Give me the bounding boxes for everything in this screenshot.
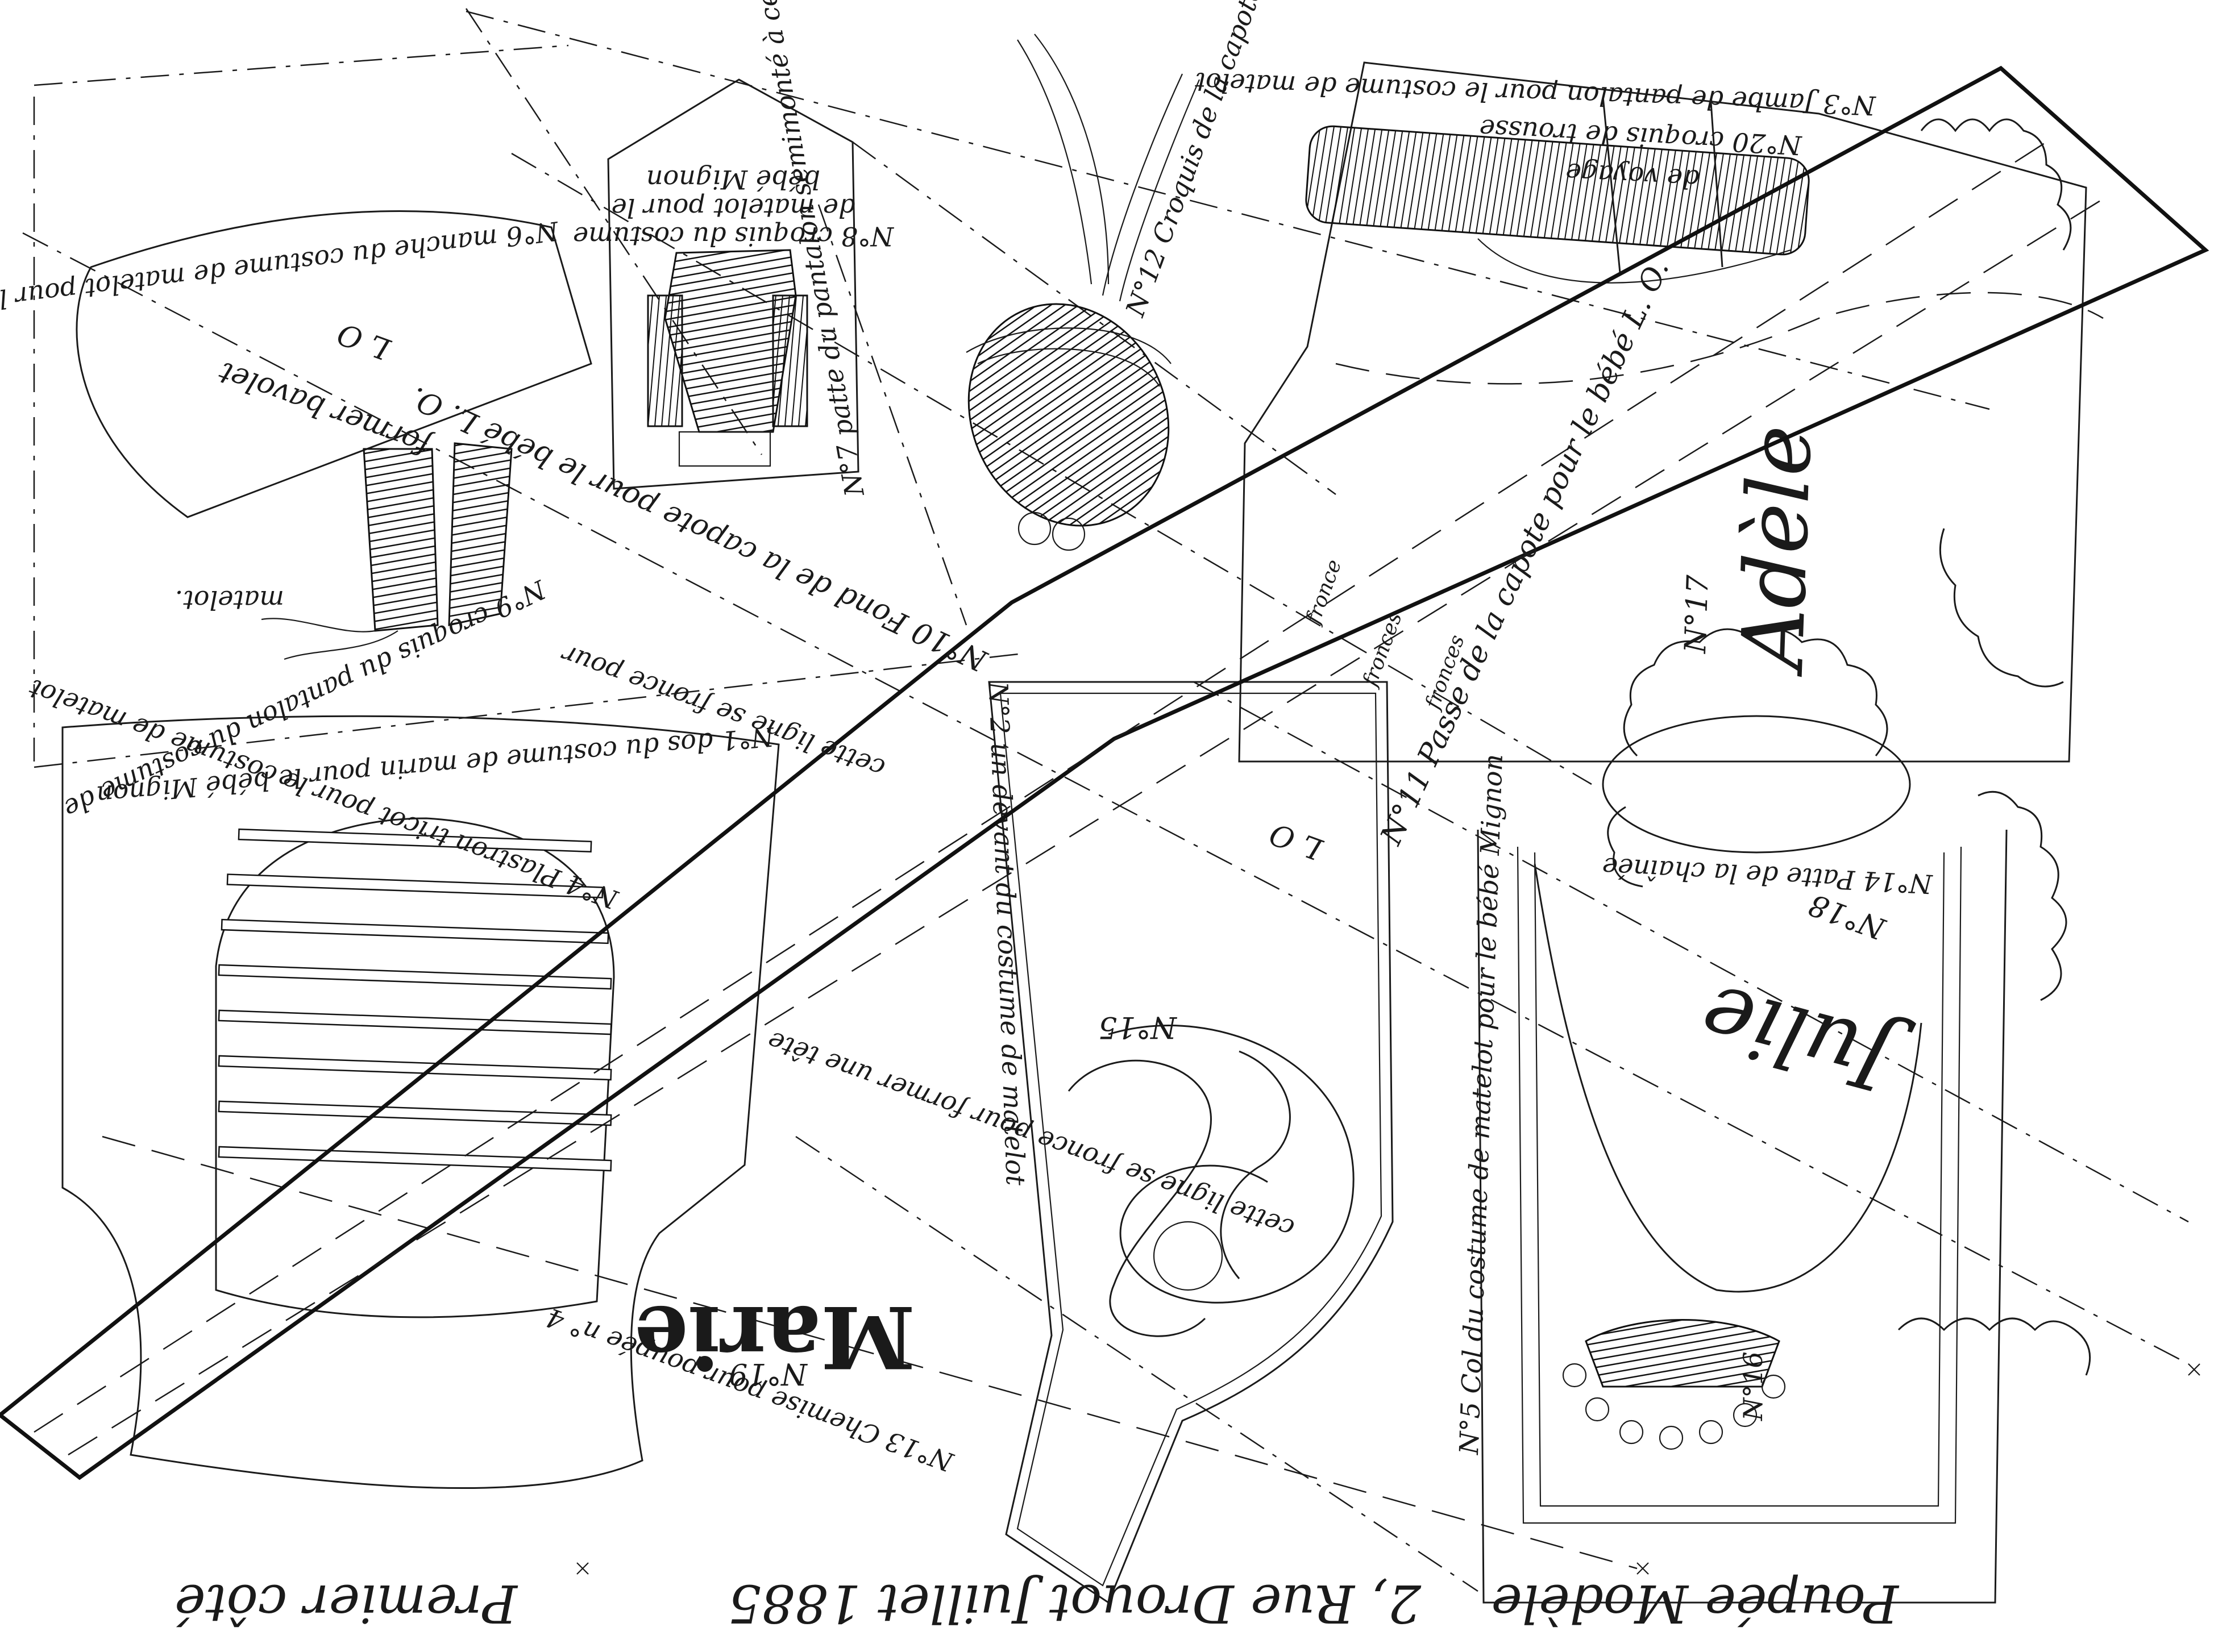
former-bavolet-note: former bavolet: [214, 355, 437, 463]
lo-mark-2: L O: [1265, 816, 1328, 867]
lo-mark-1: L O: [333, 316, 396, 367]
registration-marks: [576, 1363, 2200, 1575]
monogram-julie: Julie: [1690, 964, 1918, 1114]
crown-vignette: [1562, 1319, 1786, 1450]
pattern-label-3: N°3 Jambe de pantalon pour le costume de…: [1194, 66, 1876, 121]
pattern-label-6: N°6 manche du costume de matelot pour le…: [0, 215, 560, 339]
monogram-label-17: N°17: [1679, 574, 1715, 655]
monograms: Adèle N°17 Julie N°18 Marie N°19 N°15: [634, 424, 1918, 1391]
pattern-piece-8-sketch: N°8 croquis du costume de matelot pour l…: [573, 0, 894, 499]
travel-case-vignette: [1305, 96, 1810, 284]
sailor-sketch-vignette: [647, 249, 808, 467]
fronce-note-2: cette ligne se fronce pour former une tê…: [763, 1025, 1298, 1245]
pattern-label-14: N°14 Patte de la chaînée: [1601, 852, 1933, 900]
fronces-label-1: fronces: [1358, 609, 1407, 691]
monogram-adele: Adèle: [1723, 424, 1831, 679]
footer-caption: Poupée Modèle 2, Rue Drouot Juillet 1885…: [175, 1573, 1900, 1634]
pattern-label-20-line2: de voyage: [1565, 157, 1700, 195]
footer-date: Juillet 1885: [728, 1573, 1044, 1634]
scalloped-pieces: [1602, 118, 2091, 1376]
pattern-piece-3-and-20: N°3 Jambe de pantalon pour le costume de…: [1194, 61, 2104, 763]
pattern-piece-16: N°16 N°14 Patte de la chaînée: [1477, 829, 2008, 1604]
monogram-d-flourish: [1067, 1025, 1355, 1337]
footer-publication: Poupée Modèle: [1491, 1573, 1900, 1634]
footer-side: Premier côté: [175, 1573, 518, 1634]
pattern-label-12: N°12 Croquis de la capote: [1119, 0, 1268, 321]
pattern-label-8-line1: N°8 croquis du costume: [573, 221, 894, 252]
footer-address: 2, Rue Drouot: [1049, 1573, 1422, 1634]
pattern-label-8-line2: de matelot pour le: [612, 193, 855, 223]
fronce-label: fronce: [1301, 556, 1347, 629]
monogram-label-19: N°19: [729, 1356, 808, 1391]
pattern-label-5: N°5 Col du costume de matelot pour le bé…: [1453, 754, 1509, 1455]
monogram-marie: Marie: [634, 1287, 915, 1387]
pattern-label-9-line2: matelot.: [175, 585, 284, 615]
pattern-label-8-line3: bébé Mignon: [646, 164, 820, 195]
